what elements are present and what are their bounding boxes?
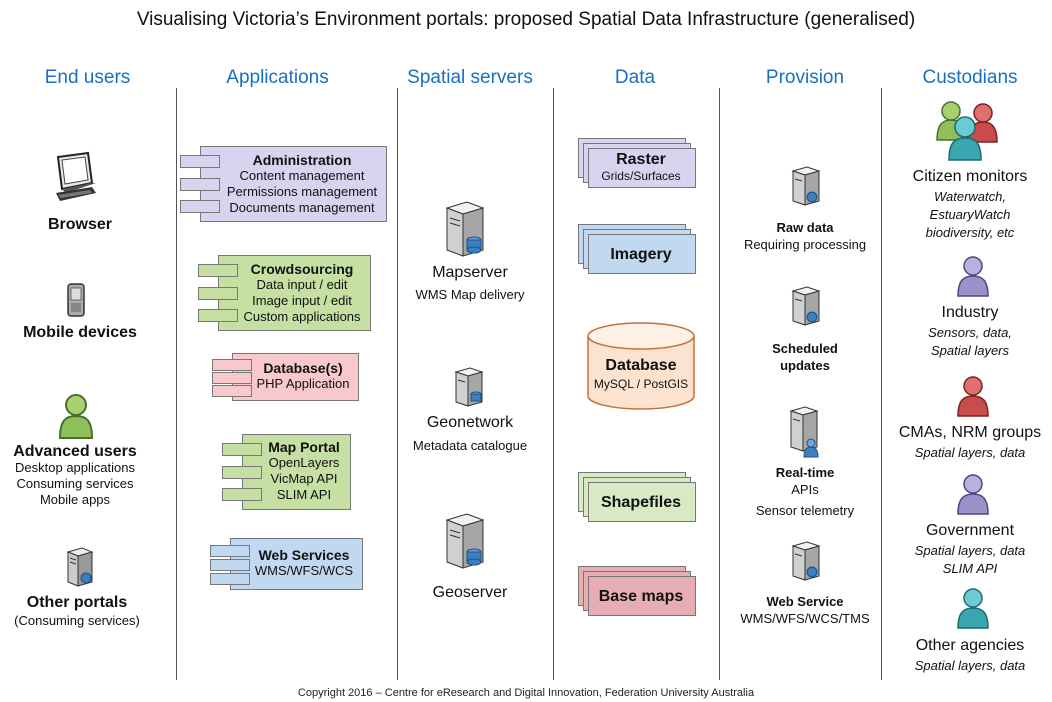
mapserver-icon <box>445 201 485 257</box>
web-service-server-icon <box>791 541 821 581</box>
server-icon <box>66 547 94 587</box>
provision-raw-data: Raw data <box>776 220 834 235</box>
app-administration: Administration Content management Permis… <box>180 146 387 222</box>
custodian-government: Government <box>925 522 1015 539</box>
end-user-advanced-users: Advanced users <box>13 443 137 460</box>
server-geonetwork: Geonetwork <box>426 414 514 431</box>
provision-real-time-desc: Sensor telemetry <box>755 503 855 518</box>
citizen-group-icon <box>936 101 998 161</box>
custodian-industry-detail: Sensors, data, Spatial layers <box>928 325 1012 358</box>
server-mapserver: Mapserver <box>432 264 508 281</box>
other-agencies-person-icon <box>957 588 989 629</box>
data-database-cylinder <box>587 322 695 410</box>
app-databases: Database(s) PHP Application <box>212 353 359 401</box>
custodian-cmas-nrm: CMAs, NRM groups <box>898 424 1042 441</box>
geoserver-icon <box>445 513 485 569</box>
end-user-other-portals: Other portals <box>26 594 128 611</box>
custodian-citizen-monitors: Citizen monitors <box>912 168 1028 185</box>
copyright-footer: Copyright 2016 – Centre for eResearch an… <box>297 687 755 699</box>
column-heading-applications: Applications <box>226 67 329 88</box>
column-heading-custodians: Custodians <box>922 67 1018 88</box>
monitor-icon <box>56 151 96 201</box>
scheduled-server-icon <box>791 286 821 326</box>
data-raster: Raster Grids/Surfaces <box>578 138 696 190</box>
column-divider <box>881 88 882 680</box>
mobile-device-icon <box>67 283 85 317</box>
data-base-maps: Base maps <box>578 566 696 618</box>
diagram-title: Visualising Victoria’s Environment porta… <box>136 9 916 30</box>
column-heading-end-users: End users <box>44 67 131 88</box>
realtime-server-icon <box>789 406 819 458</box>
custodian-cmas-nrm-detail: Spatial layers, data <box>914 445 1026 460</box>
provision-web-service-desc: WMS/WFS/WCS/TMS <box>740 611 870 626</box>
app-crowdsourcing: Crowdsourcing Data input / edit Image in… <box>198 255 371 331</box>
other-portals-detail: (Consuming services) <box>14 613 140 628</box>
column-heading-provision: Provision <box>765 67 845 88</box>
custodian-other-agencies-detail: Spatial layers, data <box>914 658 1026 673</box>
server-geonetwork-desc: Metadata catalogue <box>412 438 528 453</box>
column-divider <box>553 88 554 680</box>
geonetwork-icon <box>454 367 484 407</box>
app-map-portal: Map Portal OpenLayers VicMap API SLIM AP… <box>222 434 351 510</box>
advanced-user-icon <box>58 394 94 439</box>
data-imagery: Imagery <box>578 224 696 276</box>
custodian-other-agencies: Other agencies <box>915 637 1025 654</box>
custodian-citizen-monitors-detail: Waterwatch, EstuaryWatch biodiversity, e… <box>925 189 1015 240</box>
data-database-desc: MySQL / PostGIS <box>593 377 689 391</box>
raw-data-server-icon <box>791 166 821 206</box>
column-divider <box>176 88 177 680</box>
data-shapefiles: Shapefiles <box>578 472 696 524</box>
custodian-industry: Industry <box>941 304 999 321</box>
provision-scheduled-updates: Scheduled updates <box>772 341 838 373</box>
custodian-government-detail: Spatial layers, data SLIM API <box>914 543 1026 576</box>
industry-person-icon <box>957 256 989 297</box>
column-divider <box>397 88 398 680</box>
app-web-services: Web Services WMS/WFS/WCS <box>210 538 363 590</box>
end-user-browser: Browser <box>47 216 113 233</box>
provision-raw-data-desc: Requiring processing <box>743 237 867 252</box>
provision-real-time-apis: Real-time APIs <box>775 465 835 497</box>
column-heading-data: Data <box>614 67 656 88</box>
server-geoserver: Geoserver <box>432 584 508 601</box>
server-mapserver-desc: WMS Map delivery <box>415 287 525 302</box>
government-person-icon <box>957 474 989 515</box>
column-heading-spatial-servers: Spatial servers <box>407 67 533 88</box>
advanced-users-detail: Desktop applications Consuming services … <box>15 460 135 507</box>
cma-person-icon <box>957 376 989 417</box>
end-user-mobile-devices: Mobile devices <box>23 324 137 341</box>
column-divider <box>719 88 720 680</box>
data-database: Database <box>605 357 677 374</box>
provision-web-service: Web Service <box>766 594 844 609</box>
